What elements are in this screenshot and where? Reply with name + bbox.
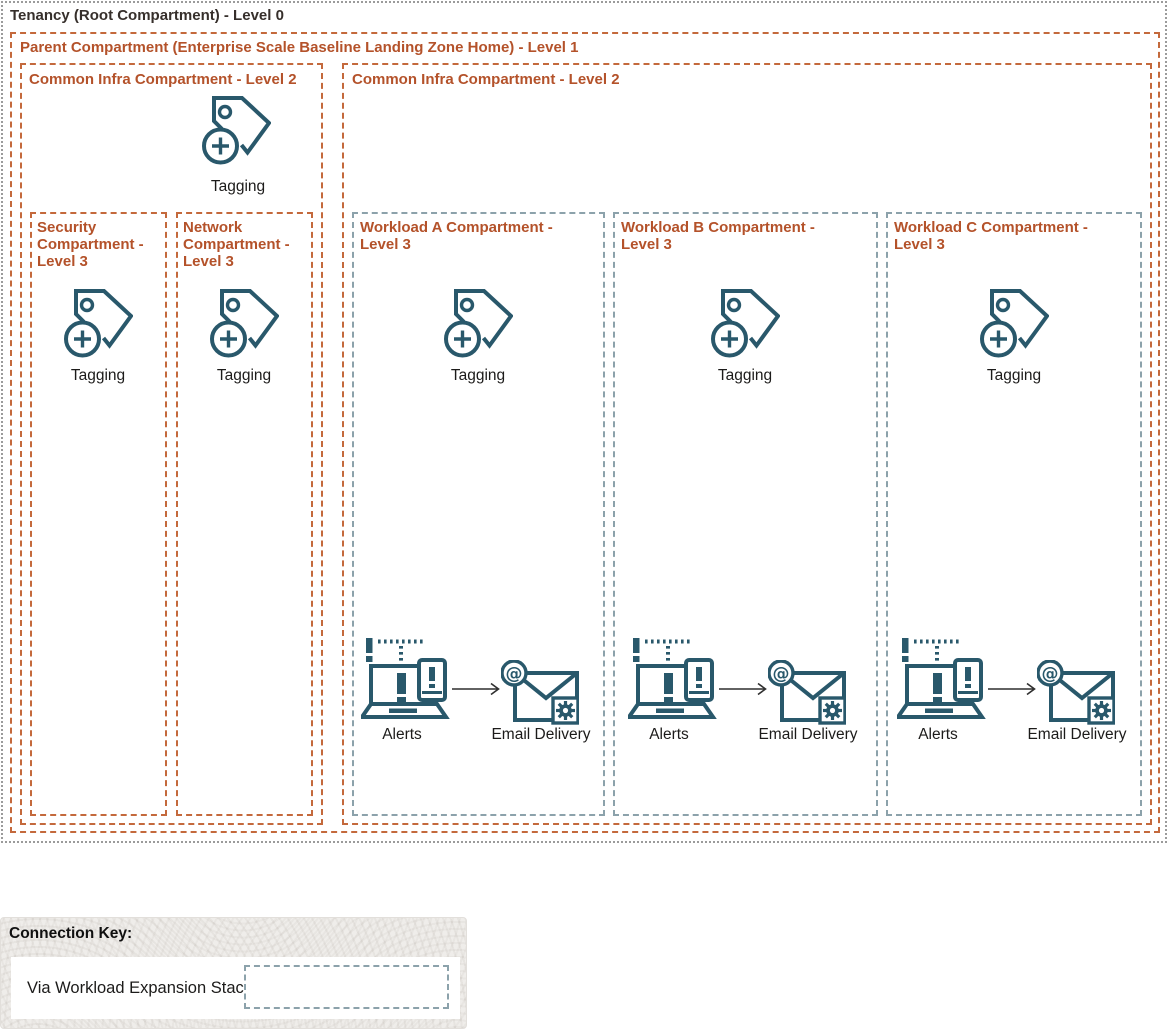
tagging-icon [63,288,133,362]
tagging-label: Tagging [717,367,773,384]
alerts-icon [897,636,984,719]
workload-c-compartment-box [886,212,1142,816]
email-delivery-icon [501,660,579,725]
common-infra-right-title: Common Infra Compartment - Level 2 [352,71,620,88]
connection-key-title: Connection Key: [9,925,133,942]
connection-key-item-label: Via Workload Expansion Stack [27,978,253,997]
alerts-icon [628,636,715,719]
email-delivery-icon [1037,660,1115,725]
email-delivery-label: Email Delivery [1027,726,1127,743]
connection-key-legend: Connection Key: Via Workload Expansion S… [0,917,467,1029]
parent-compartment-title: Parent Compartment (Enterprise Scale Bas… [20,39,579,56]
alerts-label: Alerts [918,726,958,743]
workload-b-alerts-row: Alerts Email Delivery [615,632,875,744]
connection-key-row: Via Workload Expansion Stack [11,957,460,1019]
alerts-label: Alerts [649,726,689,743]
alerts-label: Alerts [382,726,422,743]
tagging-icon [201,95,271,169]
tagging-icon [979,288,1049,362]
network-compartment-box [176,212,313,816]
tagging-icon [209,288,279,362]
workload-a-compartment-title: Workload A Compartment - Level 3 [360,219,553,253]
tagging-label: Tagging [70,367,126,384]
workload-a-alerts-row: Alerts Email Delivery [348,632,608,744]
parent-compartment-box [10,32,1160,833]
dashed-border-sample-swatch [244,965,449,1009]
tenancy-root-compartment-box [1,1,1167,843]
tagging-label: Tagging [216,367,272,384]
network-compartment-title: Network Compartment - Level 3 [183,219,290,270]
tenancy-title: Tenancy (Root Compartment) - Level 0 [10,7,284,24]
tagging-label: Tagging [210,178,266,195]
email-delivery-label: Email Delivery [758,726,858,743]
workload-b-compartment-title: Workload B Compartment - Level 3 [621,219,815,253]
security-compartment-box [30,212,167,816]
alerts-to-email-graphic [361,636,579,725]
tagging-icon [710,288,780,362]
workload-a-compartment-box [352,212,605,816]
alerts-icon [361,636,448,719]
tagging-label: Tagging [986,367,1042,384]
common-infra-compartment-left-box [20,63,323,825]
workload-b-compartment-box [613,212,878,816]
arrowhead [757,682,767,696]
common-infra-compartment-right-box [342,63,1152,825]
common-infra-left-title: Common Infra Compartment - Level 2 [29,71,297,88]
alerts-to-email-graphic [897,636,1115,725]
email-delivery-icon [768,660,846,725]
security-compartment-title: Security Compartment - Level 3 [37,219,144,270]
arrowhead [1026,682,1036,696]
alerts-to-email-graphic [628,636,846,725]
arrowhead [490,682,500,696]
workload-c-alerts-row: Alerts Email Delivery [884,632,1144,744]
workload-c-compartment-title: Workload C Compartment - Level 3 [894,219,1088,253]
tagging-label: Tagging [450,367,506,384]
tagging-icon [443,288,513,362]
email-delivery-label: Email Delivery [491,726,591,743]
